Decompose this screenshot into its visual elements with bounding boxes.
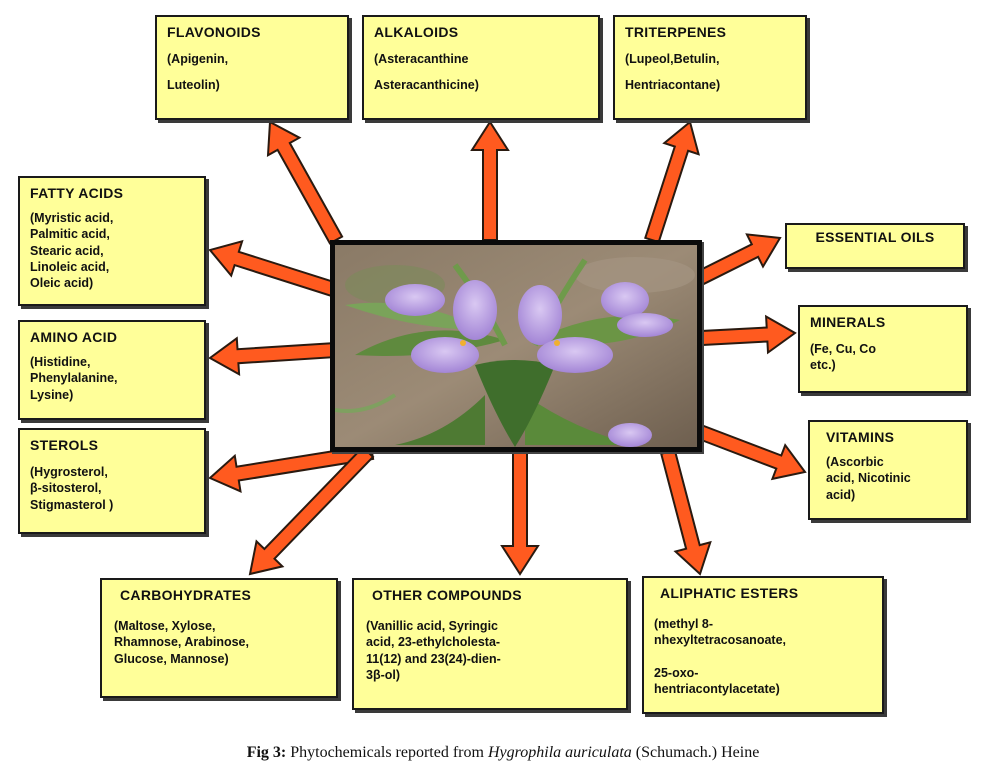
fatty-acids-line-5: Oleic acid)	[30, 276, 94, 291]
aliphatic-esters-line-2: nhexyltetracosanoate,	[654, 633, 786, 648]
carbohydrates-line-2: Rhamnose, Arabinose,	[114, 635, 249, 650]
plant-photo	[330, 240, 702, 452]
carbohydrates-box: CARBOHYDRATES (Maltose, Xylose, Rhamnose…	[100, 578, 338, 698]
arrow-to-essential-oils	[695, 233, 782, 286]
arrow-to-other-compounds	[500, 451, 540, 576]
alkaloids-title: ALKALOIDS	[374, 24, 459, 40]
amino-acid-box: AMINO ACID (Histidine, Phenylalanine, Ly…	[18, 320, 206, 420]
arrow-to-minerals	[700, 314, 797, 355]
flavonoids-line-1: (Apigenin,	[167, 52, 229, 67]
other-compounds-line-4: 3β-ol)	[366, 667, 401, 682]
arrow-to-triterpenes	[644, 120, 701, 244]
fatty-acids-line-4: Linoleic acid,	[30, 259, 110, 274]
sterols-box: STEROLS (Hygrosterol, β-sitosterol, Stig…	[18, 428, 206, 534]
fatty-acids-title: FATTY ACIDS	[30, 185, 124, 201]
aliphatic-esters-line-1: (methyl 8-	[654, 617, 714, 632]
caption-text-before: Phytochemicals reported from	[290, 744, 484, 761]
alkaloids-line-1: (Asteracanthine	[374, 52, 469, 67]
aliphatic-esters-line-4: hentriacontylacetate)	[654, 681, 780, 696]
arrow-to-vitamins	[696, 424, 807, 481]
fatty-acids-line-3: Stearic acid,	[30, 243, 104, 258]
triterpenes-title: TRITERPENES	[625, 24, 727, 40]
alkaloids-box: ALKALOIDS (Asteracanthine Asteracanthici…	[362, 15, 600, 120]
sterols-title: STEROLS	[30, 437, 99, 453]
other-compounds-line-3: 11(12) and 23(24)-dien-	[366, 651, 501, 666]
vitamins-line-2: acid, Nicotinic	[826, 471, 911, 486]
carbohydrates-line-1: (Maltose, Xylose,	[114, 619, 216, 634]
minerals-line-1: (Fe, Cu, Co	[810, 342, 876, 357]
vitamins-box: VITAMINS (Ascorbic acid, Nicotinic acid)	[808, 420, 968, 520]
flavonoids-title: FLAVONOIDS	[167, 24, 261, 40]
fatty-acids-line-2: Palmitic acid,	[30, 227, 110, 242]
minerals-title: MINERALS	[810, 314, 886, 330]
arrow-to-flavonoids	[266, 120, 344, 245]
flavonoids-line-2: Luteolin)	[167, 78, 220, 93]
amino-acid-line-3: Lysine)	[30, 387, 74, 402]
caption-text-after: (Schumach.) Heine	[635, 744, 760, 761]
aliphatic-esters-title: ALIPHATIC ESTERS	[660, 585, 799, 601]
fatty-acids-line-1: (Myristic acid,	[30, 211, 114, 226]
flavonoids-box: FLAVONOIDS (Apigenin, Luteolin)	[155, 15, 349, 120]
sterols-line-3: Stigmasterol )	[30, 497, 114, 512]
fatty-acids-box: FATTY ACIDS (Myristic acid, Palmitic aci…	[18, 176, 206, 306]
arrow-to-fatty-acids	[208, 239, 340, 298]
triterpenes-box: TRITERPENES (Lupeol,Betulin, Hentriacont…	[613, 15, 807, 120]
minerals-line-2: etc.)	[810, 358, 836, 373]
other-compounds-title: OTHER COMPOUNDS	[372, 587, 522, 603]
alkaloids-line-2: Asteracanthicine)	[374, 78, 479, 93]
triterpenes-line-1: (Lupeol,Betulin,	[625, 52, 720, 67]
arrow-to-amino-acid	[208, 336, 338, 376]
essential-oils-title: ESSENTIAL OILS	[815, 229, 935, 245]
other-compounds-line-2: acid, 23-ethylcholesta-	[366, 635, 501, 650]
carbohydrates-line-3: Glucose, Mannose)	[114, 651, 229, 666]
essential-oils-box: ESSENTIAL OILS	[785, 223, 965, 269]
arrow-to-aliphatic-esters	[659, 448, 712, 576]
plant-photo-illustration	[335, 245, 697, 447]
caption-species: Hygrophila auriculata	[487, 744, 632, 761]
amino-acid-line-1: (Histidine,	[30, 355, 91, 370]
amino-acid-title: AMINO ACID	[30, 329, 118, 345]
arrow-to-alkaloids	[470, 120, 510, 241]
caption-label: Fig 3:	[246, 744, 287, 761]
carbohydrates-title: CARBOHYDRATES	[120, 587, 252, 603]
other-compounds-box: OTHER COMPOUNDS (Vanillic acid, Syringic…	[352, 578, 628, 710]
aliphatic-esters-box: ALIPHATIC ESTERS (methyl 8- nhexyltetrac…	[642, 576, 884, 714]
triterpenes-line-2: Hentriacontane)	[625, 78, 721, 93]
sterols-line-1: (Hygrosterol,	[30, 465, 108, 480]
vitamins-line-1: (Ascorbic	[826, 455, 884, 470]
figure-caption: Fig 3: Phytochemicals reported from Hygr…	[0, 744, 1006, 762]
vitamins-title: VITAMINS	[826, 429, 895, 445]
arrow-to-carbohydrates	[248, 445, 375, 576]
amino-acid-line-2: Phenylalanine,	[30, 371, 118, 386]
minerals-box: MINERALS (Fe, Cu, Co etc.)	[798, 305, 968, 393]
sterols-line-2: β-sitosterol,	[30, 481, 102, 496]
aliphatic-esters-line-3: 25-oxo-	[654, 665, 699, 680]
vitamins-line-3: acid)	[826, 487, 856, 502]
other-compounds-line-1: (Vanillic acid, Syringic	[366, 619, 498, 634]
